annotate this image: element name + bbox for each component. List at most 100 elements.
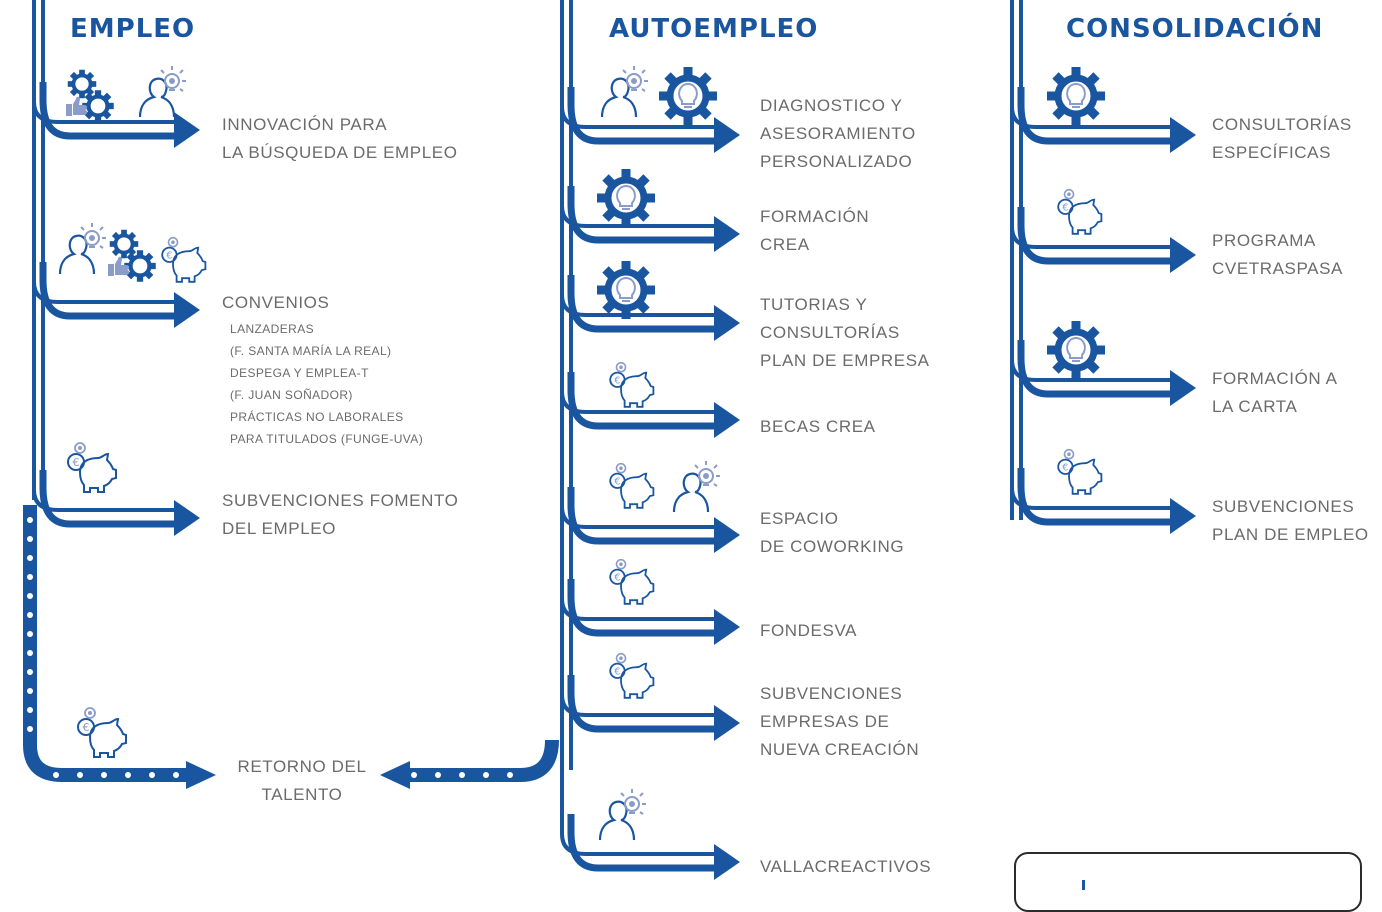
piggy-bank-euro-icon [609, 558, 655, 605]
consolidacion-branch-0-arrowhead [1170, 117, 1196, 153]
piggy-bank-euro-icon [609, 652, 655, 699]
retorno-dot [101, 772, 107, 778]
legend-mark [1082, 880, 1085, 890]
empleo-branch-2-arrowhead [174, 500, 200, 536]
piggy-bank-euro-icon [67, 442, 117, 493]
retorno-dot [77, 772, 83, 778]
autoempleo-branch-7-arrowhead [714, 844, 740, 880]
retorno-dot [459, 772, 465, 778]
autoempleo-item-becas-crea: BECAS CREA [760, 417, 876, 436]
autoempleo-branch-1-curve-a [560, 155, 714, 228]
autoempleo-branch-3-curve-b [567, 372, 714, 430]
retorno-right-band [408, 739, 559, 782]
gear-bulb-icon [597, 169, 655, 227]
empleo-item-convenios: CONVENIOS [222, 293, 330, 312]
retorno-dot [27, 612, 33, 618]
piggy-bank-euro-icon [161, 236, 207, 283]
empleo-branch-0-curve-b [39, 82, 174, 140]
retorno-dot [125, 772, 131, 778]
autoempleo-item-fondesva: FONDESVA [760, 621, 858, 640]
column-title-empleo: EMPLEO [70, 14, 196, 44]
autoempleo-branch-1-arrowhead [714, 216, 740, 252]
retorno-dot [53, 772, 59, 778]
autoempleo-branch-1-curve-b [567, 186, 714, 244]
consolidacion-branch-3-arrowhead [1170, 498, 1196, 534]
retorno-left-band [23, 505, 190, 782]
piggy-bank-euro-icon [1057, 188, 1103, 235]
empleo-branch-1-arrowhead [174, 292, 200, 328]
flow-diagram: € [23, 0, 1196, 880]
piggy-bank-euro-icon [1057, 448, 1103, 495]
consolidacion-item-consultorias: CONSULTORÍAS ESPECÍFICAS [1212, 115, 1352, 162]
empleo-branch-0-arrowhead [174, 112, 200, 148]
retorno-dot [27, 574, 33, 580]
retorno-dot [27, 555, 33, 561]
person-idea-icon [138, 64, 188, 119]
consolidacion-branch-2-arrowhead [1170, 370, 1196, 406]
autoempleo-branch-2-arrowhead [714, 305, 740, 341]
retorno-dot [507, 772, 513, 778]
gear-bulb-icon [659, 67, 717, 125]
autoempleo-branch-6-arrowhead [714, 705, 740, 741]
consolidacion-branch-1-arrowhead [1170, 237, 1196, 273]
autoempleo-branch-6-curve-b [567, 675, 714, 733]
retorno-left-arrowhead [186, 761, 216, 789]
piggy-bank-euro-icon [77, 707, 127, 758]
consolidacion-branch-1-curve-b [1017, 207, 1170, 265]
flow-lines [23, 0, 1196, 880]
autoempleo-branch-2-curve-a [560, 245, 714, 317]
gears-thumbs-icon [108, 230, 156, 282]
gear-bulb-icon [1047, 67, 1105, 125]
consolidacion-item-formacion-carta: FORMACIÓN A LA CARTA [1212, 369, 1338, 416]
empleo-convenios-list: LANZADERAS (F. SANTA MARÍA LA REAL) DESP… [230, 322, 424, 446]
consolidacion-branch-3-curve-a [1010, 400, 1170, 510]
retorno-dot [27, 726, 33, 732]
consolidacion-branch-1-curve-a [1010, 150, 1170, 249]
autoempleo-branch-4-curve-a [560, 440, 714, 529]
gear-bulb-icon [1047, 321, 1105, 379]
person-idea-icon [58, 221, 108, 276]
consolidacion-item-cvetraspasa: PROGRAMA CVETRASPASA [1212, 231, 1343, 278]
empleo-branch-0-curve-a [32, 0, 174, 124]
autoempleo-item-diagnostico: DIAGNOSTICO Y ASESORAMIENTO PERSONALIZAD… [760, 96, 916, 171]
column-title-consolidacion: CONSOLIDACIÓN [1066, 14, 1324, 44]
autoempleo-branch-2-curve-b [567, 275, 714, 333]
autoempleo-branch-3-arrowhead [714, 402, 740, 438]
person-idea-icon [672, 459, 722, 514]
retorno-right-arrowhead [380, 761, 410, 789]
gear-bulb-icon [597, 261, 655, 319]
autoempleo-item-subvenciones: SUBVENCIONES EMPRESAS DE NUEVA CREACIÓN [760, 684, 920, 759]
autoempleo-branch-3-curve-a [560, 335, 714, 414]
empleo-branch-1-curve-b [39, 262, 174, 320]
gears-thumbs-icon [66, 70, 114, 122]
autoempleo-branch-6-curve-a [560, 640, 714, 717]
empleo-branch-1-curve-a [32, 220, 174, 304]
autoempleo-branch-5-arrowhead [714, 609, 740, 645]
retorno-dot [27, 593, 33, 599]
legend-box [1014, 852, 1362, 912]
retorno-dot [27, 707, 33, 713]
consolidacion-branch-3-curve-b [1017, 468, 1170, 526]
autoempleo-branch-5-curve-a [560, 555, 714, 621]
piggy-bank-euro-icon [609, 462, 655, 509]
autoempleo-branch-0-arrowhead [714, 117, 740, 153]
consolidacion-branch-2-curve-b [1017, 340, 1170, 398]
retorno-dot [411, 772, 417, 778]
retorno-dot [483, 772, 489, 778]
retorno-dot [27, 669, 33, 675]
retorno-dot [27, 650, 33, 656]
retorno-dot [435, 772, 441, 778]
retorno-dot [27, 631, 33, 637]
column-title-autoempleo: AUTOEMPLEO [609, 14, 819, 44]
person-idea-icon [598, 787, 648, 842]
retorno-dot [149, 772, 155, 778]
autoempleo-branch-5-curve-b [567, 579, 714, 637]
consolidacion-branch-0-curve-a [1010, 0, 1170, 129]
autoempleo-branch-7-curve-a [560, 740, 714, 856]
person-idea-icon [600, 64, 650, 119]
autoempleo-item-vallacreactivos: VALLACREACTIVOS [760, 857, 932, 876]
empleo-branch-2-curve-a [32, 400, 174, 512]
autoempleo-branch-0-curve-a [560, 0, 714, 129]
autoempleo-item-tutorias: TUTORIAS Y CONSULTORÍAS PLAN DE EMPRESA [760, 295, 930, 370]
piggy-bank-euro-icon [609, 361, 655, 408]
